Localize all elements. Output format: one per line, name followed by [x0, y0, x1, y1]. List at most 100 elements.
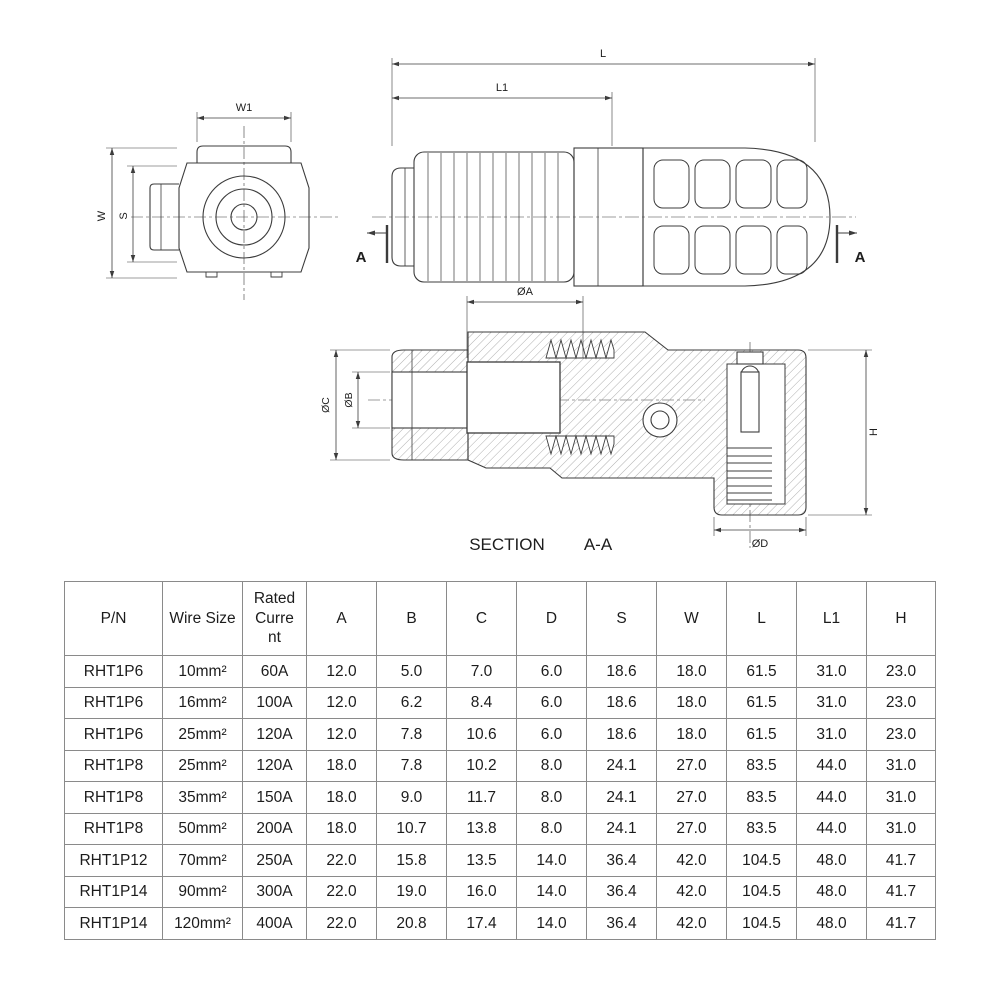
- table-cell: 18.0: [306, 812, 377, 845]
- column-header-h: H: [866, 581, 936, 656]
- column-header-p-n: P/N: [64, 581, 163, 656]
- table-cell: 44.0: [796, 812, 867, 845]
- table-cell: 31.0: [866, 781, 936, 814]
- table-cell: 70mm²: [162, 844, 243, 877]
- table-cell: 18.0: [306, 749, 377, 782]
- table-cell: 104.5: [726, 875, 797, 908]
- table-cell: 8.0: [516, 812, 587, 845]
- table-cell: RHT1P8: [64, 749, 163, 782]
- table-cell: 24.1: [586, 781, 657, 814]
- table-cell: RHT1P12: [64, 844, 163, 877]
- table-cell: 27.0: [656, 812, 727, 845]
- table-cell: 24.1: [586, 749, 657, 782]
- table-cell: 27.0: [656, 749, 727, 782]
- dim-label-l1: L1: [496, 82, 508, 94]
- table-cell: 18.0: [656, 718, 727, 751]
- column-header-l: L: [726, 581, 797, 656]
- table-cell: 7.8: [376, 718, 447, 751]
- table-cell: 14.0: [516, 875, 587, 908]
- table-cell: 18.0: [306, 781, 377, 814]
- table-cell: 25mm²: [162, 749, 243, 782]
- column-header-d: D: [516, 581, 587, 656]
- table-cell: 48.0: [796, 875, 867, 908]
- column-header-a: A: [306, 581, 377, 656]
- table-cell: 31.0: [866, 749, 936, 782]
- column-header-l1: L1: [796, 581, 867, 656]
- table-cell: 14.0: [516, 907, 587, 940]
- table-cell: 31.0: [796, 718, 867, 751]
- dim-label-w: W: [96, 210, 108, 221]
- dim-label-l: L: [600, 48, 606, 60]
- table-cell: 13.8: [446, 812, 517, 845]
- table-cell: 14.0: [516, 844, 587, 877]
- column-header-b: B: [376, 581, 447, 656]
- table-cell: 27.0: [656, 781, 727, 814]
- front-view: W1 W S: [96, 102, 338, 300]
- table-cell: 61.5: [726, 655, 797, 688]
- table-cell: 300A: [242, 875, 307, 908]
- table-cell: 44.0: [796, 749, 867, 782]
- table-cell: RHT1P6: [64, 655, 163, 688]
- table-cell: 44.0: [796, 781, 867, 814]
- table-cell: 10.2: [446, 749, 517, 782]
- table-cell: 12.0: [306, 655, 377, 688]
- dim-label-dia-c: ØC: [320, 397, 332, 413]
- column-header-w: W: [656, 581, 727, 656]
- table-cell: 23.0: [866, 655, 936, 688]
- table-cell: 120A: [242, 718, 307, 751]
- table-cell: 9.0: [376, 781, 447, 814]
- table-cell: 12.0: [306, 686, 377, 719]
- table-cell: RHT1P8: [64, 812, 163, 845]
- table-cell: 31.0: [796, 655, 867, 688]
- dim-label-s: S: [118, 212, 130, 219]
- table-cell: 60A: [242, 655, 307, 688]
- section-title-name: A-A: [584, 535, 613, 554]
- table-cell: 8.4: [446, 686, 517, 719]
- table-cell: 41.7: [866, 907, 936, 940]
- table-cell: 61.5: [726, 718, 797, 751]
- table-cell: 36.4: [586, 907, 657, 940]
- table-cell: 400A: [242, 907, 307, 940]
- table-cell: 24.1: [586, 812, 657, 845]
- table-cell: 42.0: [656, 907, 727, 940]
- table-cell: 15.8: [376, 844, 447, 877]
- table-cell: 11.7: [446, 781, 517, 814]
- table-cell: 7.8: [376, 749, 447, 782]
- table-cell: 83.5: [726, 781, 797, 814]
- table-cell: 10.7: [376, 812, 447, 845]
- table-cell: 8.0: [516, 749, 587, 782]
- table-cell: 6.0: [516, 718, 587, 751]
- side-view: L L1 A A: [356, 48, 866, 287]
- table-cell: 31.0: [796, 686, 867, 719]
- table-cell: 18.0: [656, 655, 727, 688]
- table-cell: 6.0: [516, 686, 587, 719]
- table-cell: 22.0: [306, 844, 377, 877]
- section-mark-a-right: A: [855, 249, 866, 266]
- table-cell: 83.5: [726, 749, 797, 782]
- table-cell: 50mm²: [162, 812, 243, 845]
- table-cell: 104.5: [726, 907, 797, 940]
- table-cell: 6.0: [516, 655, 587, 688]
- column-header-s: S: [586, 581, 657, 656]
- table-cell: 16mm²: [162, 686, 243, 719]
- table-cell: 90mm²: [162, 875, 243, 908]
- table-cell: 36.4: [586, 844, 657, 877]
- table-cell: 16.0: [446, 875, 517, 908]
- table-cell: 120mm²: [162, 907, 243, 940]
- table-cell: 17.4: [446, 907, 517, 940]
- table-cell: 18.6: [586, 718, 657, 751]
- table-cell: 8.0: [516, 781, 587, 814]
- table-cell: RHT1P14: [64, 907, 163, 940]
